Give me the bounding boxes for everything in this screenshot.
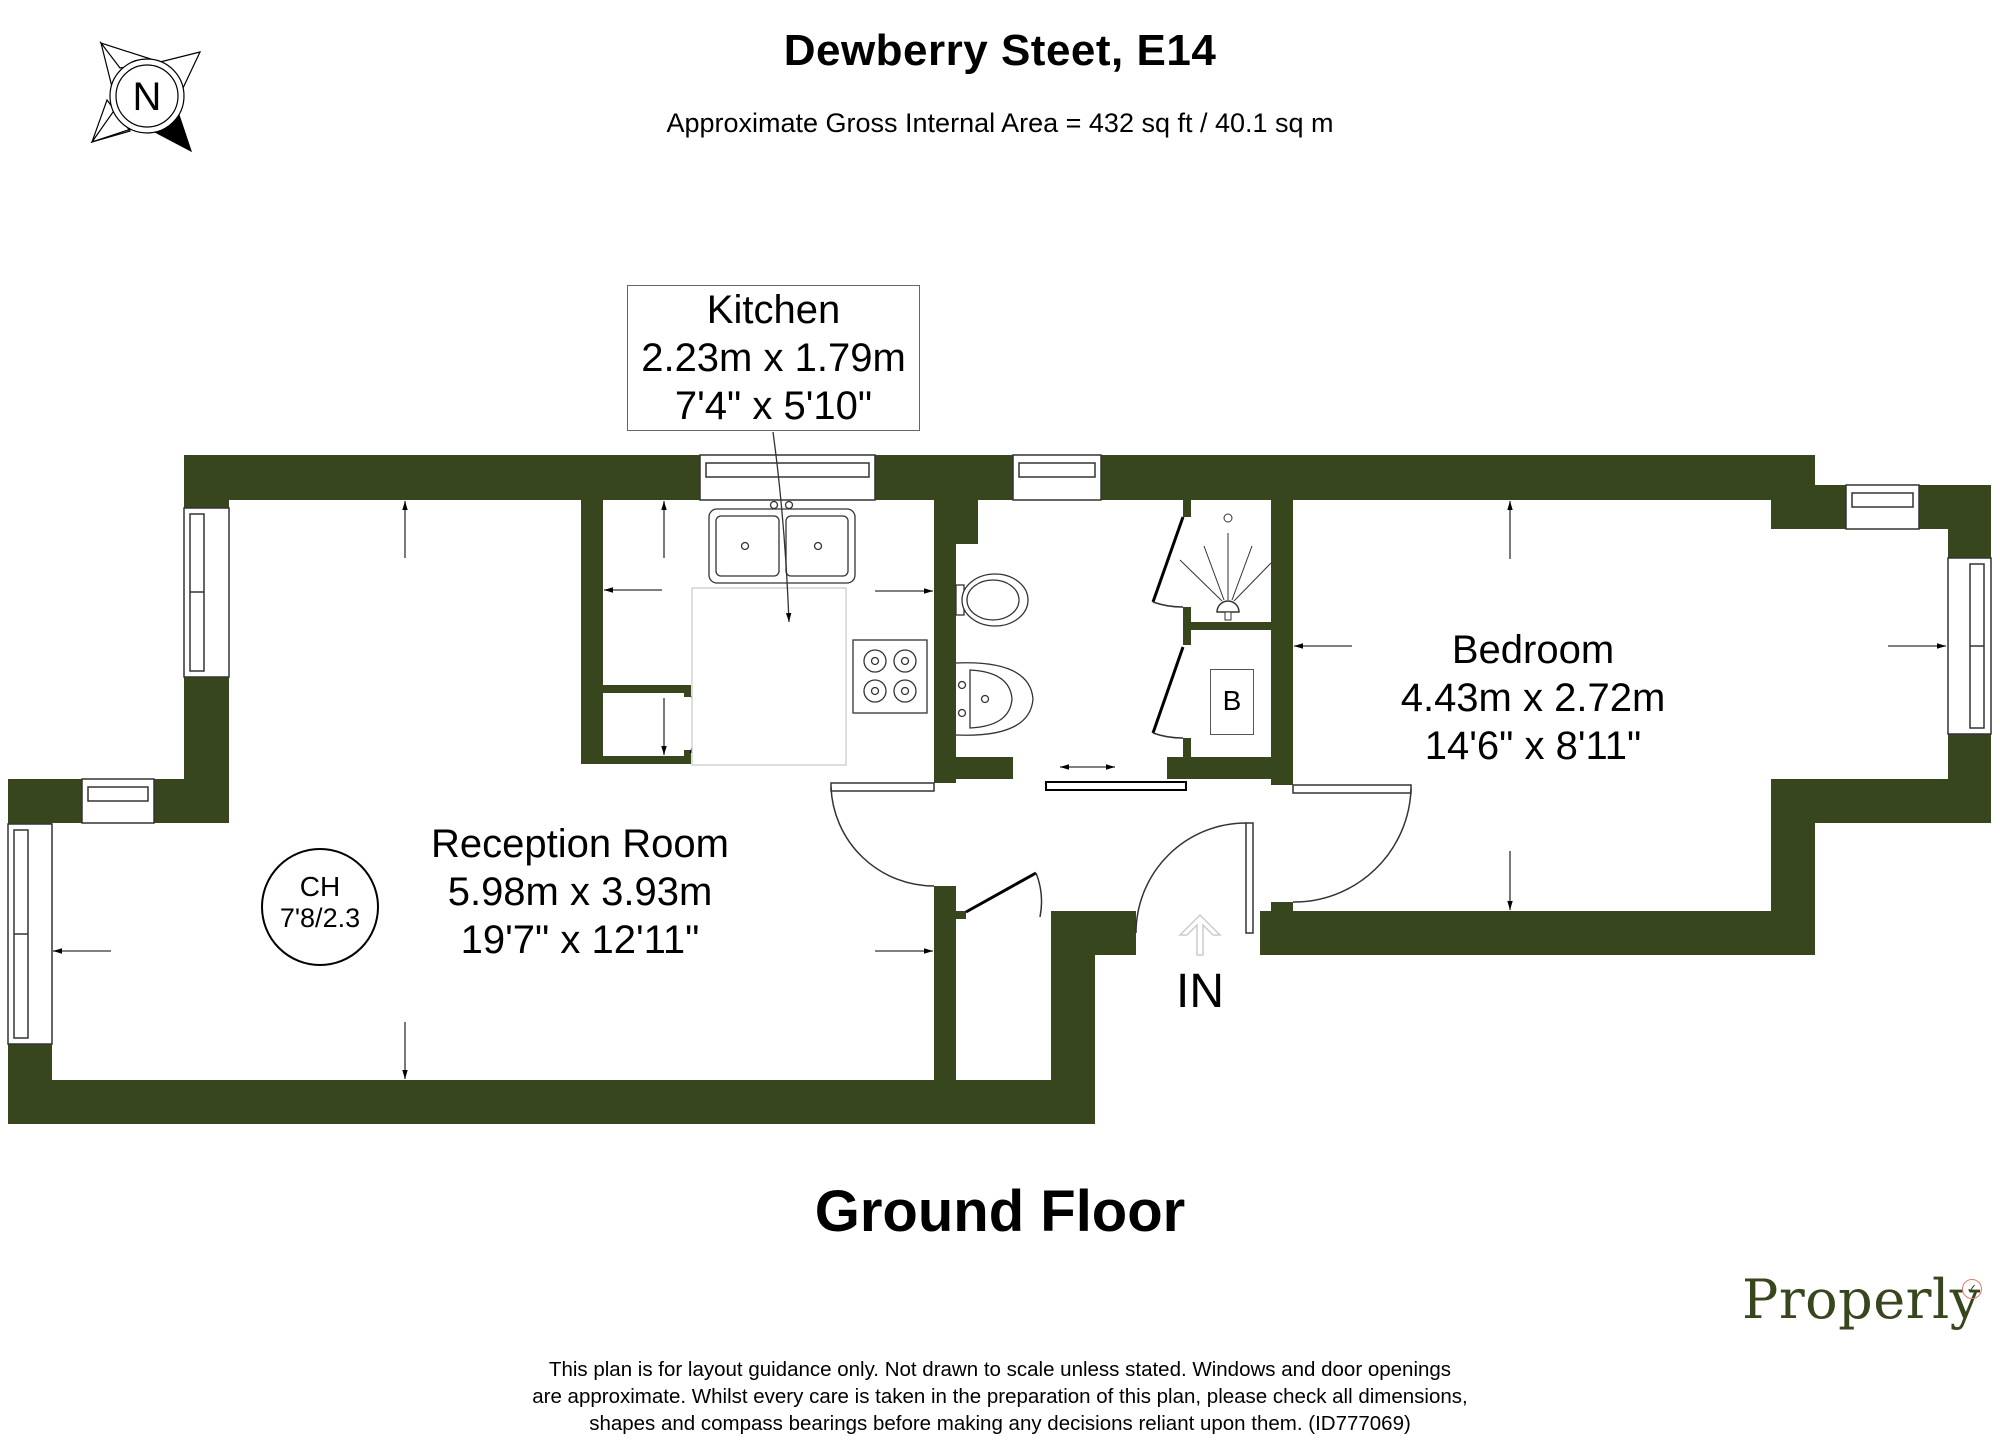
ceiling-height-value: 7'8/2.3 (279, 903, 361, 933)
window-bedroom-right (1947, 557, 1992, 735)
ceiling-height-label: CH (299, 871, 341, 902)
bedroom-label: Bedroom 4.43m x 2.72m 14'6" x 8'11" (1333, 626, 1733, 770)
compass-north-icon: N (90, 40, 202, 153)
ceiling-height-badge: CH 7'8/2.3 (261, 848, 379, 966)
reception-name: Reception Room (431, 822, 729, 866)
walls (8, 455, 1991, 1124)
properly-logo: Properly (1742, 1268, 1981, 1331)
door-cupboard-hall (965, 871, 1043, 918)
door-kitchen (830, 782, 935, 887)
kitchen-counter (691, 587, 847, 766)
basin-icon (955, 662, 1034, 736)
fixtures (691, 500, 1272, 766)
disclaimer-line-3: shapes and compass bearings before makin… (589, 1412, 1411, 1435)
window-bedroom-top (1845, 484, 1920, 530)
check-circle-icon: ✓ (1962, 1279, 1982, 1299)
kitchen-label: Kitchen 2.23m x 1.79m 7'4" x 5'10" (627, 285, 920, 431)
window-reception-left-upper (183, 507, 230, 678)
shower-icon (1179, 513, 1272, 621)
reception-room-label: Reception Room 5.98m x 3.93m 19'7" x 12'… (380, 820, 780, 964)
door-boiler-cupboard (1151, 646, 1185, 739)
door-bedroom (1292, 784, 1412, 903)
plan-title: Dewberry Steet, E14 (783, 26, 1217, 75)
window-bathroom-top (1012, 454, 1102, 501)
kitchen-name: Kitchen (706, 288, 841, 332)
disclaimer: This plan is for layout guidance only. N… (300, 1356, 1700, 1437)
gross-area-text: Approximate Gross Internal Area = 432 sq… (666, 108, 1334, 138)
kitchen-sink-icon (708, 500, 856, 584)
window-reception-left (7, 823, 53, 1045)
doors (689, 516, 1412, 934)
window-kitchen-top (699, 454, 876, 501)
disclaimer-line-1: This plan is for layout guidance only. N… (548, 1358, 1452, 1381)
toilet-icon (955, 573, 1029, 627)
kitchen-metric: 2.23m x 1.79m (641, 336, 906, 380)
floor-title: Ground Floor (814, 1179, 1186, 1244)
windows (7, 454, 1992, 1045)
dimension-arrows (53, 431, 1946, 1079)
boiler-icon: B (1210, 669, 1254, 735)
reception-metric: 5.98m x 3.93m (447, 870, 713, 914)
door-entrance (1135, 822, 1254, 934)
door-shower (1151, 516, 1185, 608)
bedroom-imperial: 14'6" x 8'11" (1424, 724, 1642, 768)
bedroom-metric: 4.43m x 2.72m (1400, 676, 1666, 720)
entrance-arrow-icon (1178, 913, 1222, 956)
svg-text:N: N (133, 75, 162, 119)
window-reception-step (81, 778, 155, 824)
sliding-door-bathroom (1045, 781, 1187, 791)
entrance-label: IN (1176, 965, 1224, 1018)
bedroom-name: Bedroom (1451, 628, 1615, 672)
hob-icon (852, 639, 928, 714)
kitchen-imperial: 7'4" x 5'10" (674, 384, 873, 428)
reception-imperial: 19'7" x 12'11" (460, 918, 700, 962)
disclaimer-line-2: are approximate. Whilst every care is ta… (532, 1385, 1468, 1408)
